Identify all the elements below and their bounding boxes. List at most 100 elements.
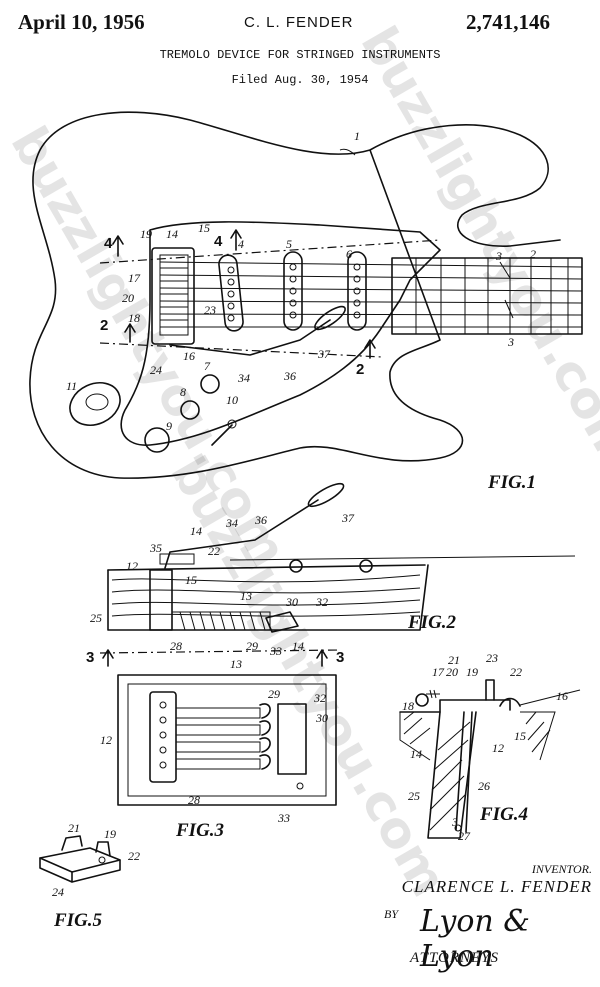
section-line-4 <box>99 239 441 264</box>
tremolo-arm-fig2 <box>164 499 319 569</box>
tone-knob-1 <box>180 400 200 420</box>
output-jack-plate <box>69 382 121 426</box>
inventor-header: C. L. FENDER <box>244 14 354 31</box>
numeral-14b: 14 <box>190 524 202 538</box>
patent-title: TREMOLO DEVICE FOR STRINGED INSTRUMENTS <box>159 48 441 62</box>
watermark-text-3: buzzlightyou.com <box>0 117 298 576</box>
numeral-17: 17 <box>128 271 141 285</box>
numeral-36b: 36 <box>254 513 267 527</box>
numeral-16: 16 <box>183 349 195 363</box>
spring-claw <box>277 703 307 775</box>
numeral-34b: 34 <box>225 516 238 530</box>
numeral-16b: 16 <box>556 689 568 703</box>
numeral-34: 34 <box>237 371 250 385</box>
fig4-detail <box>399 679 581 839</box>
numeral-32b: 32 <box>313 691 326 705</box>
numeral-22b: 22 <box>510 665 522 679</box>
numeral-35: 35 <box>149 541 162 555</box>
numeral-29: 29 <box>246 639 258 653</box>
section-mark-4-right: 4 <box>214 233 223 250</box>
tremolo-arm-fig1 <box>169 319 331 356</box>
numeral-25: 25 <box>90 611 102 625</box>
springs <box>175 707 261 770</box>
numeral-21: 21 <box>448 653 460 667</box>
numeral-36: 36 <box>283 369 296 383</box>
numeral-12: 12 <box>126 559 138 573</box>
numeral-3b: 3 <box>507 335 514 349</box>
numeral-21b: 21 <box>68 821 80 835</box>
numeral-3c: 3 <box>451 815 458 829</box>
numeral-15c: 15 <box>514 729 526 743</box>
fig5-saddle <box>39 835 121 883</box>
numeral-14: 14 <box>166 227 178 241</box>
saddle-top <box>39 847 121 873</box>
numeral-37b: 37 <box>341 511 355 525</box>
numeral-19: 19 <box>140 227 152 241</box>
numeral-37: 37 <box>317 347 331 361</box>
numeral-19c: 19 <box>104 827 116 841</box>
fig3-label: FIG.3 <box>175 820 224 841</box>
numeral-23: 23 <box>204 303 216 317</box>
numeral-3: 3 <box>495 249 502 263</box>
numeral-2: 2 <box>530 247 536 261</box>
section-line-2 <box>99 342 383 358</box>
section-mark-2-right: 2 <box>356 361 364 378</box>
filed-date: Filed Aug. 30, 1954 <box>231 73 369 87</box>
numeral-19b: 19 <box>466 665 478 679</box>
inventor-label: INVENTOR. <box>531 862 592 876</box>
numeral-24b: 24 <box>52 885 64 899</box>
by-label: BY <box>384 907 399 921</box>
numeral-15b: 15 <box>185 573 197 587</box>
numeral-30b: 30 <box>315 711 328 725</box>
numeral-27: 27 <box>458 829 471 843</box>
tremolo-plate-fig3 <box>149 691 177 783</box>
fig1-label: FIG.1 <box>487 472 536 493</box>
patent-date: April 10, 1956 <box>18 10 145 34</box>
pickguard-outline <box>120 221 441 446</box>
attorney-signature: Lyon & Lyon <box>420 904 530 974</box>
neck-fretboard <box>391 257 583 335</box>
bridge-plate <box>151 247 195 345</box>
fig4-label: FIG.4 <box>479 804 528 825</box>
numeral-20: 20 <box>122 291 134 305</box>
section-mark-2-left: 2 <box>100 317 108 334</box>
volume-knob <box>200 374 220 394</box>
watermark-text-1: buzzlightyou.com <box>350 17 600 476</box>
numeral-28b: 28 <box>188 793 200 807</box>
numeral-30: 30 <box>285 595 298 609</box>
numeral-29b: 29 <box>268 687 280 701</box>
numeral-24: 24 <box>150 363 162 377</box>
numeral-17b: 17 <box>432 665 445 679</box>
cavity-outline <box>117 674 337 806</box>
fig2-section <box>99 482 576 667</box>
numeral-14c: 14 <box>292 639 304 653</box>
inertia-block <box>427 711 477 839</box>
section-mark-4-left: 4 <box>104 235 113 252</box>
numeral-6: 6 <box>346 247 352 261</box>
numeral-15: 15 <box>198 221 210 235</box>
numeral-23b: 23 <box>486 651 498 665</box>
section-mark-3-left: 3 <box>86 649 94 666</box>
numeral-33: 33 <box>269 644 282 658</box>
numeral-26: 26 <box>478 779 490 793</box>
tone-knob-2 <box>144 427 170 453</box>
numeral-18b: 18 <box>402 699 414 713</box>
numeral-8: 8 <box>180 385 186 399</box>
patent-number: 2,741,146 <box>466 10 550 34</box>
numeral-18: 18 <box>128 311 140 325</box>
fig5-label: FIG.5 <box>53 910 103 931</box>
numeral-12c: 12 <box>492 741 504 755</box>
numeral-1: 1 <box>354 129 360 143</box>
guitar-strings <box>159 261 583 328</box>
pickup-neck <box>218 254 244 332</box>
attorneys-label: ATTORNEYS <box>410 950 500 966</box>
numeral-33b: 33 <box>277 811 290 825</box>
numeral-25b: 25 <box>408 789 420 803</box>
numeral-32: 32 <box>315 595 328 609</box>
numeral-20b: 20 <box>446 665 458 679</box>
numeral-5: 5 <box>286 237 292 251</box>
numeral-22: 22 <box>208 544 220 558</box>
numeral-7: 7 <box>204 359 211 373</box>
numeral-9: 9 <box>166 419 172 433</box>
